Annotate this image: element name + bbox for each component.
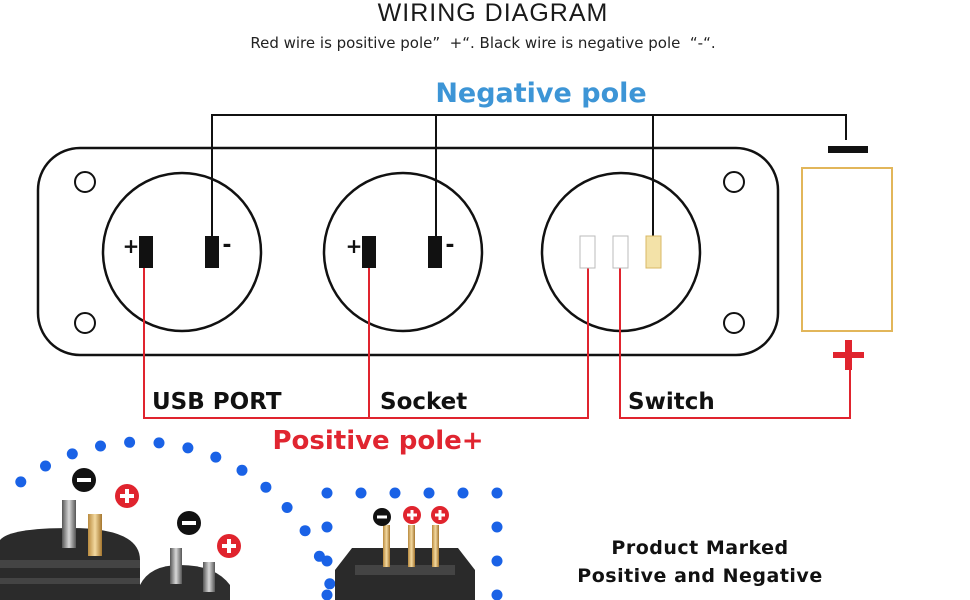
battery-positive-mark — [833, 340, 864, 370]
outline-dot — [66, 448, 78, 460]
center-dotted-box — [321, 487, 503, 600]
outline-dot — [182, 442, 194, 454]
socket-product-photo — [140, 548, 230, 600]
product-marked-line2: Positive and Negative — [577, 565, 823, 587]
battery-negative-mark — [828, 146, 868, 153]
usb-port-product-photo — [0, 500, 140, 600]
outline-dot — [355, 487, 367, 499]
switch-label: Switch — [628, 389, 715, 415]
usb-negative-terminal — [205, 236, 219, 268]
outline-dot — [95, 440, 106, 452]
outline-dot — [457, 487, 469, 499]
switch-terminal-2 — [612, 235, 629, 269]
outline-dot — [321, 589, 333, 600]
page-title: WIRING DIAGRAM — [377, 0, 609, 27]
outline-dot — [40, 460, 51, 472]
negative-wires — [211, 114, 847, 236]
minus-circle-icon — [177, 511, 201, 535]
outline-dot — [299, 525, 311, 537]
outline-dot — [389, 487, 401, 499]
plus-circle-icon — [217, 534, 241, 558]
outline-dot — [491, 555, 503, 567]
plus-circle-icon — [115, 484, 139, 508]
socket-negative-terminal — [428, 236, 442, 268]
outline-dot — [321, 521, 333, 533]
outline-dot — [281, 502, 293, 513]
socket-plus-sign: + — [346, 234, 363, 258]
socket-circle — [322, 171, 484, 333]
switch-product-photo — [335, 525, 475, 600]
outline-dot — [491, 521, 503, 533]
outline-dot — [15, 476, 27, 488]
socket-minus-sign: - — [445, 233, 454, 258]
socket-label: Socket — [380, 389, 467, 415]
outline-dot — [324, 578, 336, 590]
outline-dot — [124, 436, 136, 448]
outline-dot — [236, 464, 248, 476]
minus-circle-icon — [72, 468, 96, 492]
usb-positive-terminal — [139, 236, 153, 268]
outline-dot — [153, 437, 165, 449]
usb-port-circle — [101, 171, 263, 333]
product-marked-note: Product Marked Positive and Negative — [550, 534, 850, 590]
outline-dot — [491, 487, 503, 499]
switch-terminal-3 — [645, 235, 662, 269]
outline-dot — [321, 487, 333, 499]
dotted-outlines — [15, 436, 503, 600]
page-subtitle: Red wire is positive pole” +“. Black wir… — [250, 34, 716, 52]
product-marked-line1: Product Marked — [611, 537, 789, 559]
battery — [801, 167, 893, 332]
outline-dot — [210, 451, 222, 463]
mounting-holes — [74, 171, 745, 334]
socket-positive-terminal — [362, 236, 376, 268]
plus-circle-icon — [403, 506, 421, 524]
positive-pole-label: Positive pole+ — [272, 426, 483, 456]
usb-port-label: USB PORT — [152, 389, 282, 415]
outline-dot — [491, 589, 503, 600]
outline-dot — [423, 487, 435, 499]
negative-pole-label: Negative pole — [435, 78, 646, 109]
outline-dot — [321, 555, 333, 567]
outline-dot — [260, 481, 272, 493]
minus-circle-icon — [373, 508, 391, 526]
switch-terminal-1 — [579, 235, 596, 269]
usb-minus-sign: - — [222, 233, 231, 258]
usb-plus-sign: + — [123, 234, 140, 258]
plus-circle-icon — [431, 506, 449, 524]
left-dotted-arc — [15, 436, 336, 590]
positive-wires — [143, 268, 851, 419]
